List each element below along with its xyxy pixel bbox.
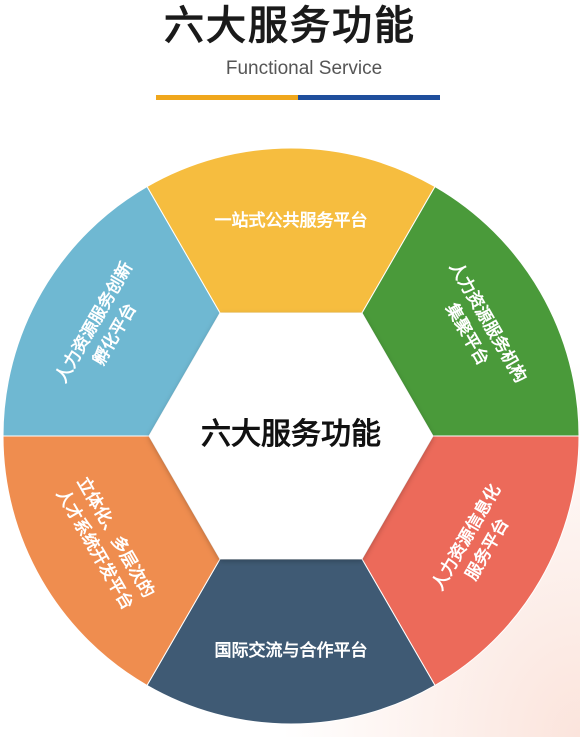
title-underline (156, 95, 440, 100)
page-subtitle: Functional Service (225, 58, 383, 79)
page-title: 六大服务功能 (164, 2, 416, 49)
segment-upper-right (361, 185, 580, 437)
segment-label-bottom: 国际交流与合作平台 (215, 640, 368, 661)
segment-bottom (146, 558, 436, 725)
center-label: 六大服务功能 (201, 417, 381, 452)
segment-lower-left (2, 435, 221, 687)
segment-label-line: 一站式公共服务平台 (215, 210, 368, 231)
segment-top (146, 147, 436, 314)
segment-upper-left (2, 185, 221, 437)
underline-right (298, 95, 440, 100)
segment-label-line: 国际交流与合作平台 (215, 640, 368, 661)
segment-lower-right (361, 435, 580, 687)
center-hexagon (149, 313, 433, 559)
underline-left (156, 95, 298, 100)
segment-label-top: 一站式公共服务平台 (215, 210, 368, 231)
